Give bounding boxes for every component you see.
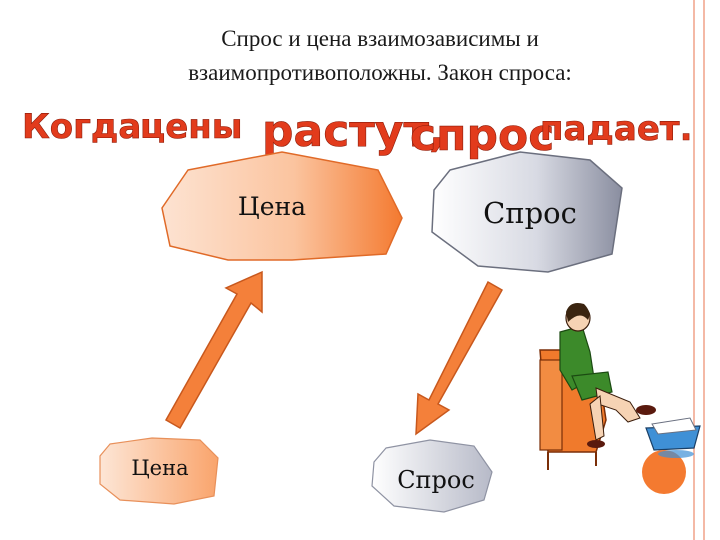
price-big-shape: [161, 151, 403, 261]
law-word-2: цены: [140, 107, 243, 147]
slide-border-line-left: [693, 0, 695, 540]
demand-big-shape: [431, 151, 623, 273]
demand-small-shape: [371, 439, 493, 513]
woman-in-armchair-clipart-icon: [539, 303, 701, 494]
law-word-3: растут,: [262, 106, 446, 157]
arrow-down-left-icon: [415, 280, 504, 436]
price-small-label: Цена: [131, 456, 189, 480]
demand-big-label: Спрос: [483, 196, 577, 230]
slide-title: Спрос и цена взаимозависимы и взаимопрот…: [60, 22, 700, 90]
price-small-shape: [99, 437, 219, 505]
slide-border-line-right: [703, 0, 705, 540]
title-line-2: взаимопротивоположны. Закон спроса:: [188, 60, 572, 85]
law-word-1: Когда: [22, 107, 141, 147]
title-line-1: Спрос и цена взаимозависимы и: [221, 26, 539, 51]
price-big-label: Цена: [237, 192, 307, 221]
demand-small-label: Спрос: [397, 466, 475, 494]
arrow-up-right-icon: [164, 270, 263, 430]
law-word-5: падает.: [540, 109, 693, 149]
